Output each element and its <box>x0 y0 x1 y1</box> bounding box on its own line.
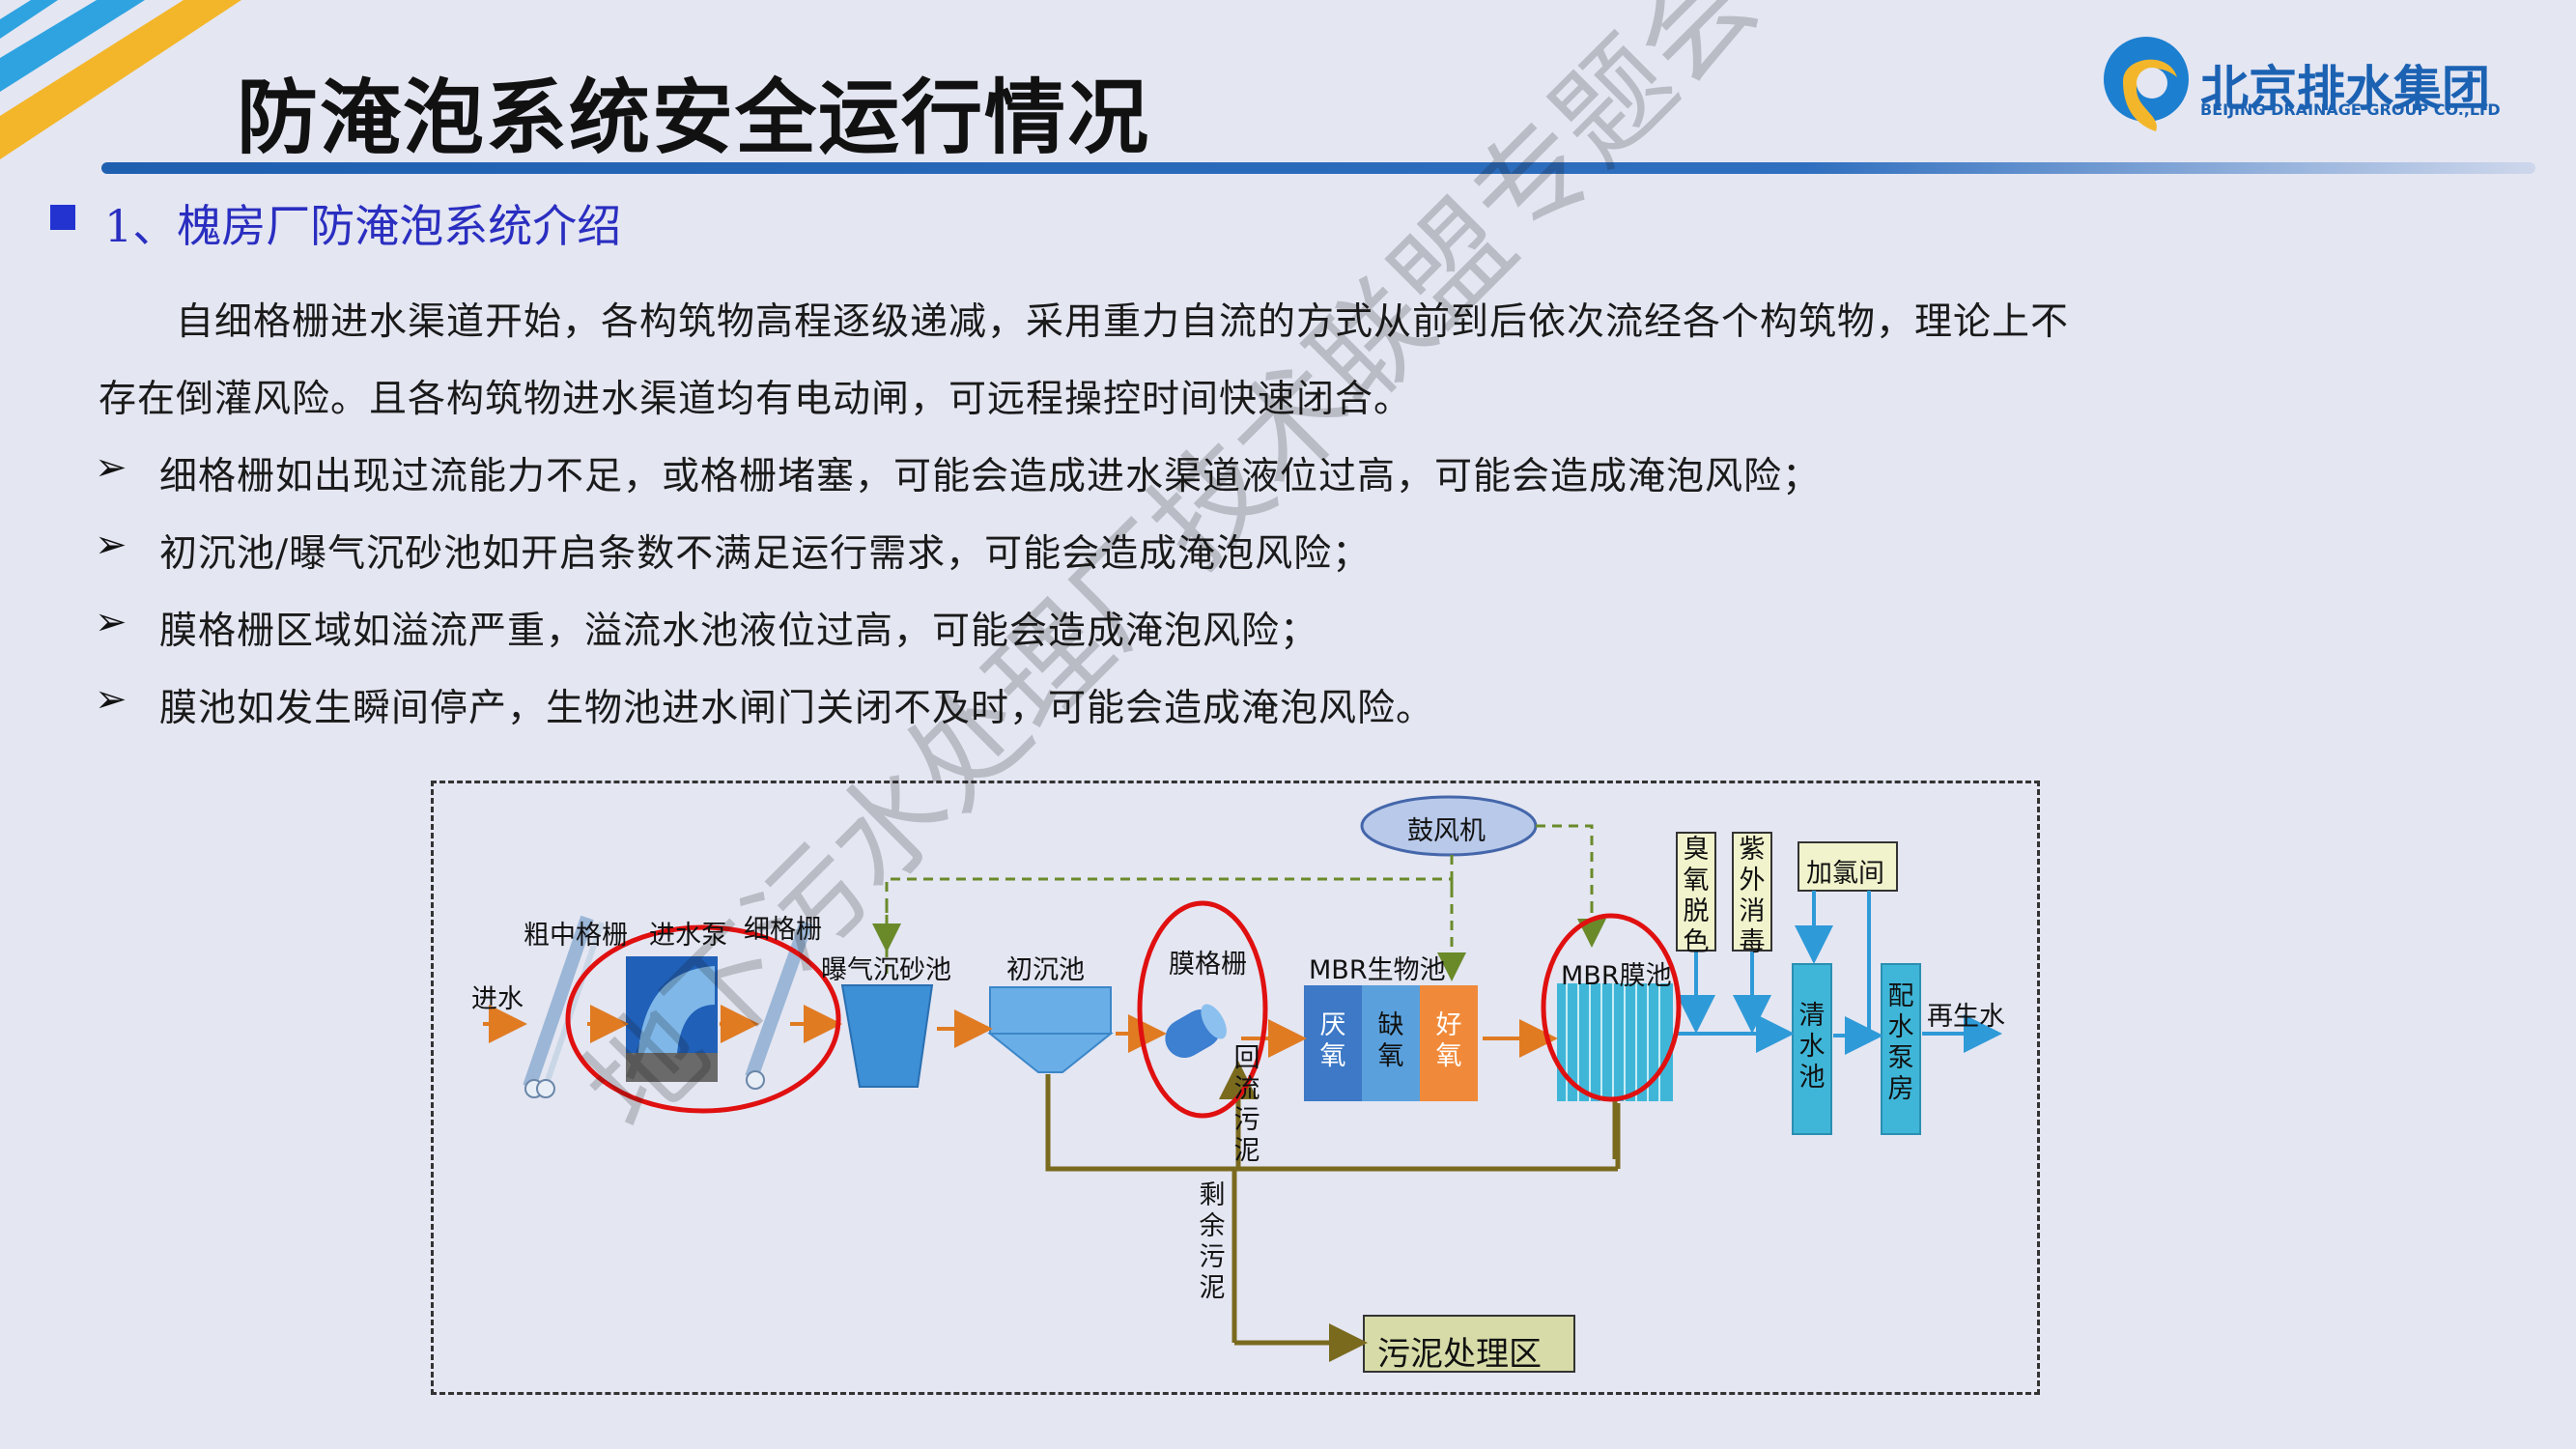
reclaimed-water-label: 再生水 <box>1927 1002 2005 1032</box>
company-logo-icon <box>2104 37 2189 131</box>
grit-chamber-icon <box>840 984 934 1088</box>
anoxic-tank <box>1362 985 1420 1101</box>
intro-line-1: 自细格栅进水渠道开始，各构筑物高程逐级递减，采用重力自流的方式从前到后依次流经各… <box>176 300 2070 344</box>
aerobic-label: 好氧 <box>1435 1010 1462 1071</box>
corner-decoration <box>0 0 241 159</box>
section-bullet-icon <box>50 205 75 230</box>
ozone-box <box>1676 832 1716 952</box>
fine-screen-icon <box>745 920 813 1090</box>
fine-screen-label: 细格栅 <box>744 915 822 945</box>
anoxic-label: 缺氧 <box>1377 1010 1404 1071</box>
mbr-membrane-label: MBR膜池 <box>1561 961 1672 991</box>
bullet-arrow-icon: ➢ <box>95 600 127 644</box>
anaerobic-tank <box>1304 985 1362 1101</box>
logo-name: 北京排水集团 <box>2200 61 2490 117</box>
primary-clarifier-icon <box>987 986 1114 1073</box>
grit-chamber-label: 曝气沉砂池 <box>821 955 951 985</box>
inflow-label: 进水 <box>471 984 524 1014</box>
page-title: 防淹泡系统安全运行情况 <box>237 71 1151 165</box>
title-underline <box>101 162 2535 174</box>
aerobic-tank <box>1420 985 1478 1101</box>
ozone-label: 臭氧 脱色 <box>1683 835 1710 957</box>
sludge-treatment-label: 污泥处理区 <box>1377 1335 1542 1374</box>
coarse-screen-icon <box>523 915 605 1098</box>
bullet-text: 细格栅如出现过流能力不足，或格栅堵塞，可能会造成进水渠道液位过高，可能会造成淹泡… <box>159 455 1822 498</box>
effluent-lines <box>1676 891 2002 1055</box>
bullet-arrow-icon: ➢ <box>95 523 127 567</box>
process-diagram-frame <box>431 781 2040 1395</box>
clear-well-box <box>1792 963 1832 1135</box>
sludge-treatment-box <box>1363 1315 1575 1373</box>
bullet-text: 膜池如发生瞬间停产，生物池进水闸门关闭不及时，可能会造成淹泡风险。 <box>159 687 1435 730</box>
primary-clarifier-label: 初沉池 <box>1006 955 1085 985</box>
clear-well-label: 清水 池 <box>1798 1001 1826 1093</box>
sludge-lines <box>1045 1061 1621 1362</box>
chlorine-box <box>1798 841 1898 892</box>
bullet-arrow-icon: ➢ <box>95 677 127 722</box>
intro-line-2: 存在倒灌风险。且各构筑物进水渠道均有电动闸，可远程操控时间快速闭合。 <box>99 378 1413 421</box>
bullet-text: 初沉池/曝气沉砂池如开启条数不满足运行需求，可能会造成淹泡风险； <box>159 532 1372 576</box>
logo-subtitle: BEIJING DRAINAGE GROUP CO.,LTD <box>2200 100 2501 119</box>
membrane-screen-label: 膜格栅 <box>1169 950 1247 980</box>
return-sludge-label: 回流 污泥 <box>1233 1043 1260 1166</box>
inlet-pump-label: 进水泵 <box>649 921 727 951</box>
mbr-bio-label: MBR生物池 <box>1309 955 1446 985</box>
anaerobic-label: 厌氧 <box>1319 1010 1346 1071</box>
section-heading: 1、槐房厂防淹泡系统介绍 <box>104 200 622 252</box>
bullet-text: 膜格栅区域如溢流严重，溢流水池液位过高，可能会造成淹泡风险； <box>159 610 1319 653</box>
chlorine-label: 加氯间 <box>1806 859 1884 889</box>
dist-pump-box <box>1881 963 1921 1135</box>
risk-highlight-circles <box>565 900 1682 1119</box>
uv-label: 紫外 消毒 <box>1739 835 1766 957</box>
main-flow-arrows <box>483 1005 1558 1058</box>
uv-box <box>1732 832 1772 952</box>
excess-sludge-label: 剩余 污泥 <box>1199 1180 1226 1303</box>
inlet-pump-icon <box>626 956 718 1082</box>
dist-pump-label: 配水 泵房 <box>1887 981 1914 1104</box>
air-supply-lines <box>872 824 1606 981</box>
bullet-arrow-icon: ➢ <box>95 445 127 490</box>
coarse-screen-label: 粗中格栅 <box>524 921 628 951</box>
blower-label: 鼓风机 <box>1407 816 1486 846</box>
membrane-screen-icon <box>1165 1004 1227 1058</box>
